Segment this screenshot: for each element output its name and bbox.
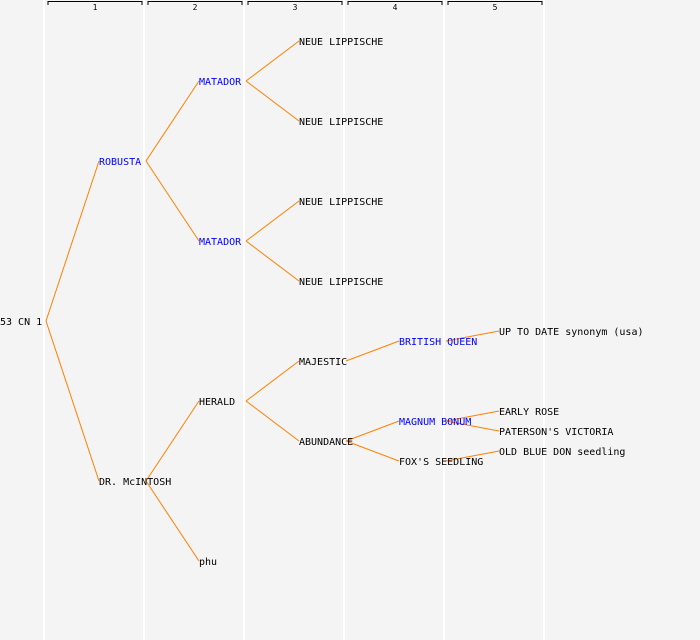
column-label: 4 [393,3,398,12]
tree-edge [145,80,200,162]
tree-edge [445,450,500,462]
tree-node-label: NEUE LIPPISCHE [299,117,383,128]
tree-edge [245,360,300,402]
tree-edge [245,40,300,82]
column-bracket [47,1,143,5]
tree-edge [445,420,500,432]
tree-node-label: NEUE LIPPISCHE [299,277,383,288]
tree-node-label: EARLY ROSE [499,407,559,418]
tree-edge [345,340,400,362]
column-bracket [347,1,443,5]
tree-node-label: 53 CN 1 [0,317,42,328]
column-label: 3 [293,3,298,12]
tree-edge [345,440,400,462]
tree-node-label: MAGNUM BONUM [399,417,471,428]
tree-edge [145,480,200,562]
tree-edge [245,400,300,442]
tree-node-label: NEUE LIPPISCHE [299,197,383,208]
tree-node-label: MAJESTIC [299,357,347,368]
tree-edge [245,80,300,122]
column-label: 5 [493,3,498,12]
column-bracket [147,1,243,5]
tree-node-label: MATADOR [199,237,242,248]
tree-edge [145,400,200,482]
tree-node-label: MATADOR [199,77,242,88]
column-label: 2 [193,3,198,12]
tree-node-label: FOX'S SEEDLING [399,457,483,468]
tree-edge [145,160,200,242]
tree-edge [245,200,300,242]
column-bracket [247,1,343,5]
tree-edge [245,240,300,282]
tree-node-label: UP TO DATE synonym (usa) [499,327,644,338]
tree-node-label: BRITISH QUEEN [399,337,477,348]
tree-edge [45,160,100,322]
tree-node-label: OLD BLUE DON seedling [499,447,625,458]
tree-node-label: phu [199,557,217,568]
tree-node-label: ROBUSTA [99,157,141,168]
tree-edge [445,330,500,342]
tree-node-label: ABUNDANCE [299,437,353,448]
tree-edge [45,320,100,482]
tree-edge [445,410,500,422]
tree-edge [345,420,400,442]
column-bracket [447,1,543,5]
tree-node-label: DR. McINTOSH [99,477,171,488]
tree-node-label: NEUE LIPPISCHE [299,37,383,48]
tree-node-label: PATERSON'S VICTORIA [499,427,613,438]
tree-node-label: HERALD [199,397,235,408]
column-label: 1 [93,3,98,12]
